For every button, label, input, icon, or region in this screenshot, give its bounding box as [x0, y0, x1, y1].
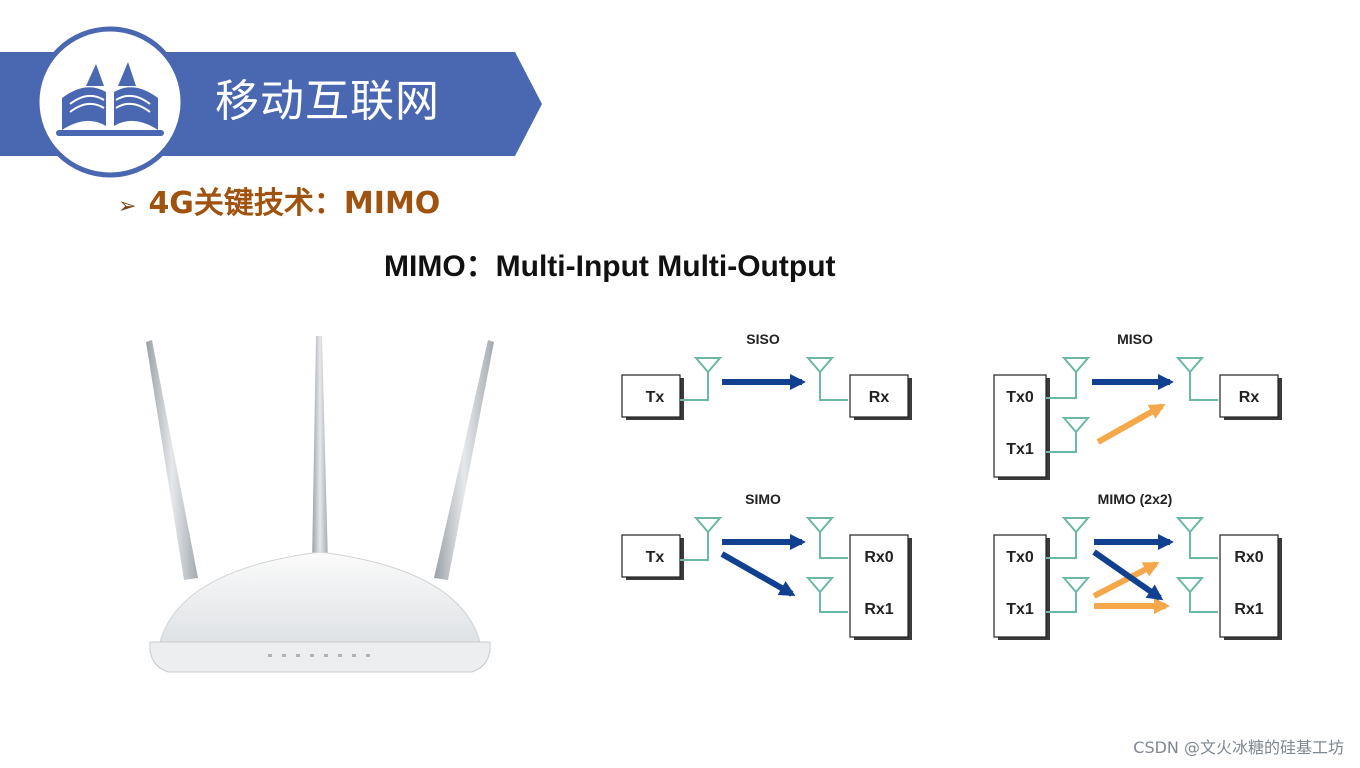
- tx-label: Tx0: [1006, 389, 1034, 406]
- bullet-text: 4G关键技术：MIMO: [148, 186, 440, 221]
- miso-panel: MISO Tx0 Tx1 Rx: [994, 331, 1282, 480]
- antenna-icon: [680, 358, 720, 400]
- rx-label: Rx1: [864, 601, 893, 618]
- antenna-icon: [808, 518, 848, 558]
- rx-label: Rx0: [1234, 549, 1263, 566]
- watermark: CSDN @文火冰糖的硅基工坊: [1133, 736, 1344, 760]
- bullet-point: ➢ 4G关键技术：MIMO: [118, 183, 440, 225]
- tx-label: Tx1: [1006, 441, 1034, 458]
- tx-label: Tx: [646, 549, 665, 566]
- antenna-icon: [808, 578, 848, 612]
- signal-arrow: [1098, 406, 1162, 442]
- tx-label: Tx0: [1006, 549, 1034, 566]
- antenna-icon: [1046, 418, 1088, 452]
- tx-box: Tx0 Tx1: [994, 375, 1050, 480]
- arrow-bullet-icon: ➢: [118, 194, 136, 219]
- rx-box: Rx: [1220, 375, 1282, 420]
- miso-title: MISO: [1117, 331, 1153, 347]
- antenna-icon: [1046, 358, 1088, 398]
- router-image: [120, 320, 520, 700]
- rx-box: Rx: [850, 375, 912, 420]
- tx-box: Tx0 Tx1: [994, 535, 1050, 640]
- mimo-panel: MIMO (2x2) Tx0 Tx1 Rx0 Rx1: [994, 491, 1282, 640]
- signal-arrow: [722, 554, 792, 594]
- antenna-icon: [680, 518, 720, 560]
- antenna-icon: [1046, 518, 1088, 558]
- rx-label: Rx1: [1234, 601, 1263, 618]
- rx-label: Rx: [869, 389, 890, 406]
- rx-label: Rx: [1239, 389, 1260, 406]
- page-title: 移动互联网: [215, 72, 440, 132]
- router-antenna: [146, 340, 198, 580]
- router-antenna: [434, 340, 494, 580]
- tx-label: Tx1: [1006, 601, 1034, 618]
- antenna-icon: [1046, 578, 1088, 612]
- slide-subtitle: MIMO：Multi-Input Multi-Output: [384, 245, 836, 289]
- siso-panel: SISO Tx Rx: [622, 331, 912, 420]
- tx-box: Tx: [622, 535, 684, 580]
- siso-title: SISO: [746, 331, 780, 347]
- antenna-icon: [808, 358, 848, 400]
- simo-title: SIMO: [745, 491, 781, 507]
- mimo-title: MIMO (2x2): [1098, 491, 1173, 507]
- rx-box: Rx0 Rx1: [1220, 535, 1282, 640]
- antenna-icon: [1178, 518, 1218, 558]
- rx-box: Rx0 Rx1: [850, 535, 912, 640]
- mimo-diagram: SISO Tx Rx MISO Tx0 Tx1: [600, 320, 1300, 660]
- tx-box: Tx: [622, 375, 684, 420]
- antenna-icon: [1178, 358, 1218, 400]
- rx-label: Rx0: [864, 549, 893, 566]
- router-antenna: [312, 336, 328, 564]
- antenna-icon: [1178, 578, 1218, 612]
- tx-label: Tx: [646, 389, 665, 406]
- simo-panel: SIMO Tx Rx0 Rx1: [622, 491, 912, 640]
